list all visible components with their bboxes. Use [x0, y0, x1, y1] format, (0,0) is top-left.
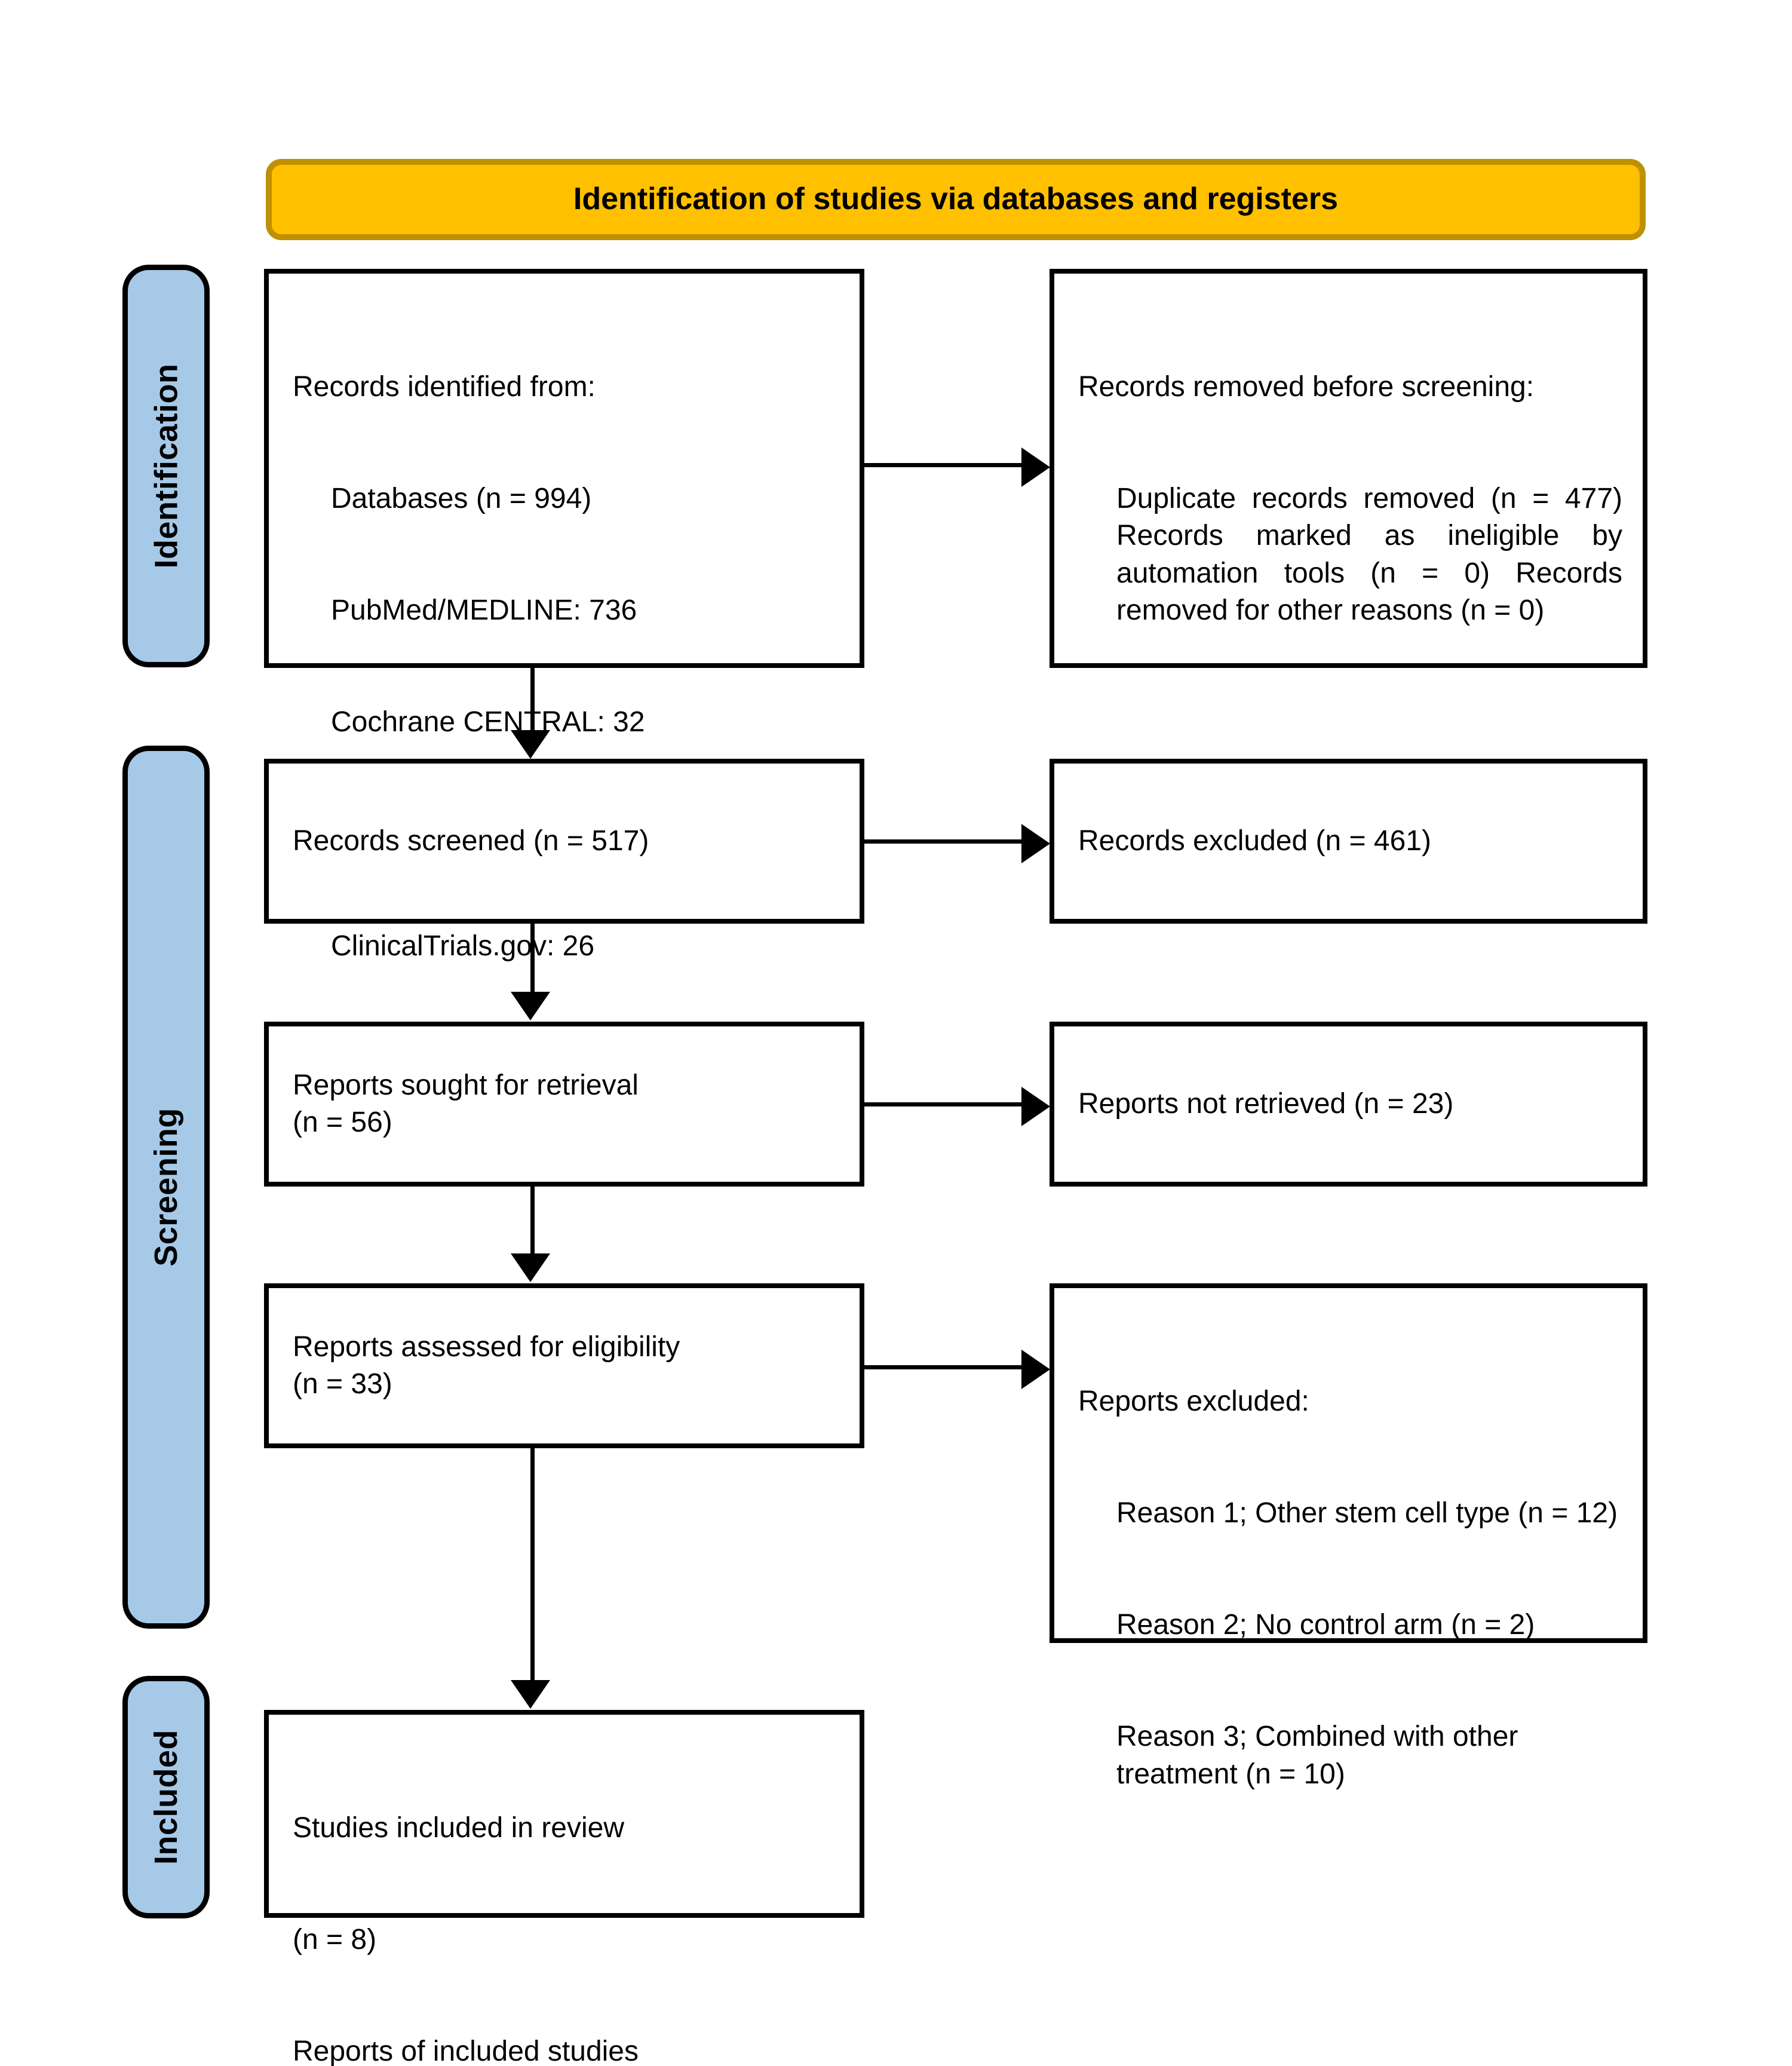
records-identified-line-databases: Databases (n = 994)	[331, 482, 592, 514]
diagram-header-banner: Identification of studies via databases …	[266, 159, 1646, 240]
box-reports-assessed-text: Reports assessed for eligibility (n = 33…	[293, 1288, 839, 1443]
box-reports-not-retrieved: Reports not retrieved (n = 23)	[1050, 1022, 1647, 1187]
reports-not-retrieved-label: Reports not retrieved (n = 23)	[1078, 1087, 1454, 1120]
box-reports-excluded-text: Reports excluded: Reason 1; Other stem c…	[1078, 1308, 1622, 1868]
reports-sought-count: (n = 56)	[293, 1106, 392, 1138]
box-records-excluded: Records excluded (n = 461)	[1050, 759, 1647, 924]
reports-excluded-reason-3: Reason 3; Combined with other treatment …	[1116, 1721, 1526, 1790]
arrow-screened-to-sought-head-icon	[511, 992, 550, 1020]
box-reports-assessed-for-eligibility: Reports assessed for eligibility (n = 33…	[264, 1283, 864, 1448]
records-removed-body: Duplicate records removed (n = 477) Reco…	[1116, 482, 1631, 627]
box-reports-excluded: Reports excluded: Reason 1; Other stem c…	[1050, 1283, 1647, 1790]
arrow-identified-to-removed-head-icon	[1021, 447, 1050, 487]
records-excluded-label: Records excluded (n = 461)	[1078, 824, 1431, 857]
records-removed-heading: Records removed before screening:	[1078, 370, 1535, 403]
box-studies-included-text: Studies included in review (n = 8) Repor…	[293, 1735, 839, 2066]
arrow-sought-to-not-retrieved-head-icon	[1021, 1087, 1050, 1126]
records-identified-heading: Records identified from:	[293, 370, 596, 403]
banner-title: Identification of studies via databases …	[573, 182, 1339, 217]
arrow-assessed-to-excluded-head-icon	[1021, 1350, 1050, 1389]
arrow-sought-to-assessed-head-icon	[511, 1253, 550, 1282]
box-studies-included: Studies included in review (n = 8) Repor…	[264, 1710, 864, 2066]
box-records-removed-before-screening: Records removed before screening: Duplic…	[1050, 269, 1647, 668]
phase-bar-screening: Screening	[122, 746, 210, 1629]
box-reports-not-retrieved-text: Reports not retrieved (n = 23)	[1078, 1026, 1622, 1182]
arrow-identified-to-removed-line	[864, 463, 1023, 467]
records-identified-line-cochrane: Cochrane CENTRAL: 32	[331, 706, 645, 738]
studies-included-count: (n = 8)	[293, 1923, 377, 1955]
records-identified-line-clinicaltrials: ClinicalTrials.gov: 26	[331, 930, 595, 962]
arrow-assessed-to-excluded-line	[864, 1365, 1023, 1369]
box-records-excluded-text: Records excluded (n = 461)	[1078, 764, 1622, 919]
arrow-identified-to-screened-line	[530, 668, 535, 731]
phase-bar-identification: Identification	[122, 265, 210, 667]
reports-excluded-reason-2: Reason 2; No control arm (n = 2)	[1116, 1609, 1535, 1641]
reports-assessed-count: (n = 33)	[293, 1368, 392, 1400]
reports-sought-label: Reports sought for retrieval	[293, 1069, 639, 1101]
reports-assessed-label: Reports assessed for eligibility	[293, 1331, 680, 1363]
arrow-sought-to-not-retrieved-line	[864, 1102, 1023, 1106]
box-records-screened-text: Records screened (n = 517)	[293, 764, 839, 919]
arrow-assessed-to-included-head-icon	[511, 1680, 550, 1709]
box-records-removed-text: Records removed before screening: Duplic…	[1078, 294, 1622, 704]
arrow-screened-to-sought-line	[530, 924, 535, 993]
phase-bar-included: Included	[122, 1676, 210, 1918]
box-records-identified: Records identified from: Databases (n = …	[264, 269, 864, 1185]
box-reports-sought-for-retrieval: Reports sought for retrieval (n = 56)	[264, 1022, 864, 1187]
phase-label-included: Included	[148, 1729, 185, 1865]
records-identified-line-pubmed: PubMed/MEDLINE: 736	[331, 594, 637, 627]
phase-label-identification: Identification	[148, 363, 184, 569]
reports-excluded-reason-1: Reason 1; Other stem cell type (n = 12)	[1116, 1497, 1618, 1529]
arrow-identified-to-screened-head-icon	[511, 730, 550, 759]
box-records-screened: Records screened (n = 517)	[264, 759, 864, 924]
reports-excluded-heading: Reports excluded:	[1078, 1385, 1309, 1417]
arrow-sought-to-assessed-line	[530, 1187, 535, 1255]
reports-included-label: Reports of included studies	[293, 2036, 639, 2066]
arrow-screened-to-excluded-line	[864, 839, 1023, 844]
studies-included-label: Studies included in review	[293, 1811, 624, 1844]
box-reports-sought-text: Reports sought for retrieval (n = 56)	[293, 1026, 839, 1182]
records-screened-label: Records screened (n = 517)	[293, 824, 649, 857]
phase-label-screening: Screening	[148, 1108, 184, 1267]
arrow-assessed-to-included-line	[530, 1448, 535, 1681]
arrow-screened-to-excluded-head-icon	[1021, 824, 1050, 863]
